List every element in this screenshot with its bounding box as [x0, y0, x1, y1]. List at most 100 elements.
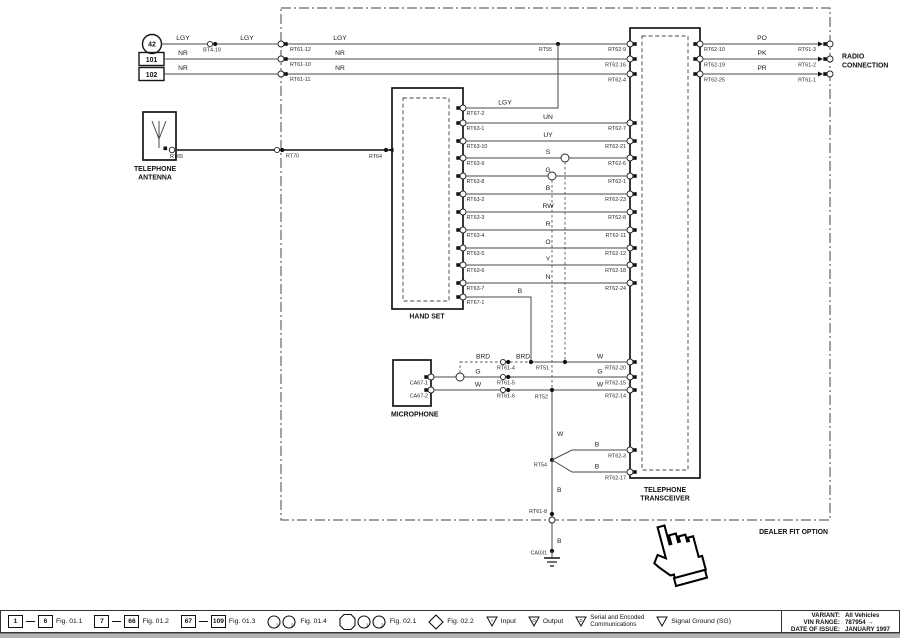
transceiver-pin: [692, 40, 704, 48]
variant-label: VARIANT:: [811, 611, 840, 619]
source-101-label: 101: [146, 57, 158, 64]
wire-label: LGY: [498, 100, 512, 107]
transceiver-pin: [626, 119, 638, 127]
radio-terminal: [822, 55, 834, 63]
wire-label: UY: [543, 132, 553, 139]
vin-number: 787954: [844, 618, 866, 626]
handset-row-uy: RT63-10 UY RT62-21: [455, 132, 638, 150]
wire-lgy-riser: [466, 44, 559, 109]
radio-terminal: [822, 40, 834, 48]
handset-inner-dashed: [402, 97, 450, 302]
wire-label: B: [546, 185, 551, 192]
wiring-diagram-canvas: DEALER FIT OPTION TELEPHONE TRANSCEIVER …: [134, 7, 888, 588]
splice-label: RT61-4: [497, 366, 515, 372]
handset-row-y: RT63-6 Y RT62-18: [455, 256, 638, 274]
dealer-fit-boundary: DEALER FIT OPTION: [280, 7, 831, 536]
tx-pin-label: RT62-12: [605, 251, 626, 257]
microphone-g-row: CA67-1 G RT61-5 G RT62-15: [410, 368, 638, 387]
transceiver-pin: [626, 70, 638, 78]
legend-serial: D Serial and Encoded Communications: [575, 614, 644, 628]
handset-row-g: RT63-8 G RT62-1: [455, 167, 638, 388]
hand-set-box: HAND SET: [391, 87, 464, 321]
transceiver-pin: [692, 70, 704, 78]
tx-pin-label: RT62-16: [605, 62, 626, 68]
handset-row-n: RT63-7 N RT62-24: [455, 274, 638, 292]
microphone-brd-row: BRD RT61-4 BRD RT51 W RT62-20: [459, 353, 638, 373]
bt4-19-splice: [206, 40, 218, 48]
transceiver-pin: [626, 226, 638, 234]
tx-pin-label: RT62-21: [605, 144, 626, 150]
transceiver-outline: [629, 27, 701, 479]
wire-label: LGY: [333, 35, 347, 42]
wire-label: UN: [543, 114, 553, 121]
border-pin-label: RT61-10: [290, 62, 311, 68]
screen-symbol: [560, 153, 570, 163]
tx-pin-label: RT62-6: [608, 161, 626, 167]
circle-sub-1: 1: [276, 622, 279, 627]
antenna-pin-label: RT65: [170, 154, 183, 160]
screen-drain-junction: [562, 359, 568, 365]
vin-arrow: →: [867, 618, 874, 626]
rt61-5-splice: [499, 373, 511, 381]
transceiver-label-line2: TRANSCEIVER: [640, 496, 689, 503]
wire-label: B: [595, 463, 600, 470]
tx-pin-label: RT62-23: [605, 197, 626, 203]
microphone-box: MICROPHONE: [391, 359, 439, 419]
input-triangle-icon: I: [485, 616, 498, 627]
border-connector: [277, 55, 289, 63]
handset-pin-label: RT63-2: [467, 197, 485, 203]
handset-pin: [455, 190, 467, 198]
triangle-letter: I: [491, 618, 492, 623]
transceiver-pin: [626, 386, 638, 394]
range-box: 1: [8, 615, 23, 628]
tx-pin-label: RT62-9: [608, 47, 626, 53]
handset-pin-label: RT63-6: [467, 268, 485, 274]
wire-label: BRD: [476, 353, 490, 360]
circle-sub-1: 1: [366, 622, 369, 627]
handset-pin: [455, 226, 467, 234]
range-dash: [198, 621, 208, 622]
bottom-edge-strip: [0, 633, 900, 638]
transceiver-pin: [626, 137, 638, 145]
microphone-label: MICROPHONE: [391, 412, 439, 419]
rt51-label: RT51: [536, 366, 549, 372]
power-row-lgy: 42 LGY BT4-19 LGY RT61-12 LGY RT55 RT62-…: [141, 33, 834, 55]
tx-pin-label: RT62-18: [605, 268, 626, 274]
transceiver-pin: [626, 190, 638, 198]
wire-label: G: [475, 368, 480, 375]
legend-label: Output: [542, 618, 564, 625]
rt64-arrow: [388, 147, 394, 153]
circle-sub-2: 2: [291, 622, 294, 627]
legend-fig-02-1: 1 2 Fig. 02.1: [339, 613, 416, 630]
radio-connection-label-line1: RADIO: [842, 54, 865, 61]
wire-label: NR: [178, 65, 188, 72]
handset-pin: [455, 208, 467, 216]
legend-label: Fig. 02.2: [447, 618, 474, 625]
handset-pin-label: RT63-7: [467, 286, 485, 292]
legend-label: Fig. 01.2: [142, 618, 169, 625]
diamond-icon: [428, 613, 445, 630]
hand-cursor-shape: [653, 524, 708, 580]
power-row-nr2: 102 NR RT61-11 NR RT62-4 RT62-25 PR RT61…: [138, 65, 834, 83]
handset-pin-label: RT63-8: [467, 179, 485, 185]
wire-label: NR: [178, 50, 188, 57]
handset-b-row: RT67-1 B: [455, 288, 532, 362]
transceiver-pin: [626, 55, 638, 63]
border-connector: [277, 70, 289, 78]
hand-cursor-cuff: [672, 568, 709, 588]
range-box: 7: [94, 615, 110, 628]
handset-row-o: RT63-5 O RT62-12: [455, 239, 638, 257]
serial-label-line2: Communications: [590, 620, 637, 628]
handset-label: HAND SET: [409, 314, 445, 321]
rt61-6-splice: [499, 386, 511, 394]
tx-pin-label: RT62-24: [605, 286, 626, 292]
wire-label: G: [545, 167, 550, 174]
handset-pin-label: RT63-10: [467, 144, 488, 150]
tx-pin-label: RT62-4: [608, 77, 626, 83]
transceiver-pin: [626, 373, 638, 381]
wire-b-drop: [466, 296, 532, 362]
date-of-issue-label: DATE OF ISSUE:: [790, 625, 840, 633]
antenna-outline: [142, 111, 177, 161]
